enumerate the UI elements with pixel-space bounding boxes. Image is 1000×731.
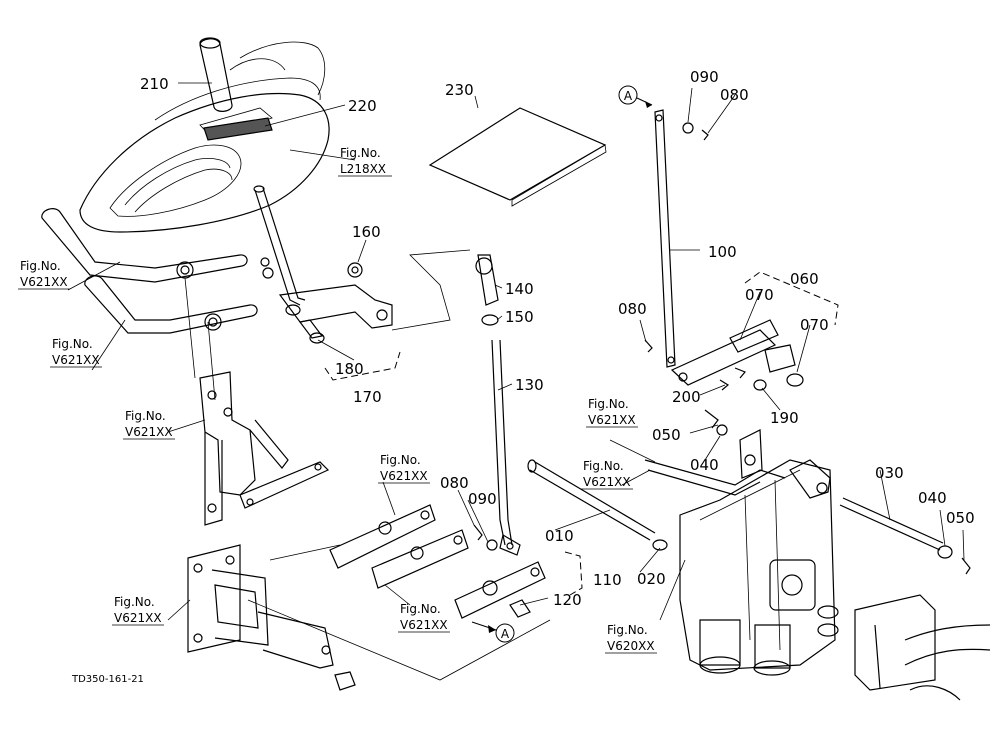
fig-ref-v621-7: Fig.No. V621XX — [398, 602, 450, 633]
fig-ref-v620: Fig.No. V620XX — [605, 623, 657, 654]
long-bolt-010 — [527, 459, 668, 551]
part-label-080-mid: 080 — [618, 300, 647, 318]
fig-ref-v621-2: Fig.No. V621XX — [50, 337, 102, 368]
svg-text:Fig.No.: Fig.No. — [114, 595, 155, 609]
svg-text:Fig.No.: Fig.No. — [607, 623, 648, 637]
washer — [262, 267, 274, 279]
hydraulic-hitch — [854, 594, 991, 701]
fig-ref-v621-4: Fig.No. V621XX — [378, 453, 430, 484]
rod-end-140 — [475, 254, 499, 326]
fig-ref-v621-5: Fig.No. V621XX — [586, 397, 638, 428]
drawing-code: TD350-161-21 — [71, 674, 144, 685]
svg-text:V621XX: V621XX — [114, 611, 162, 625]
lever-group-060 — [744, 271, 839, 326]
part-label-130: 130 — [515, 376, 544, 394]
part-label-040-right: 040 — [918, 489, 947, 507]
part-label-050-mid: 050 — [652, 426, 681, 444]
left-lever-lower — [84, 275, 258, 334]
svg-text:Fig.No.: Fig.No. — [583, 459, 624, 473]
ref-marker-a-bottom: A — [471, 621, 515, 643]
valve-link — [644, 409, 786, 496]
svg-text:V621XX: V621XX — [583, 475, 631, 489]
svg-text:V621XX: V621XX — [20, 275, 68, 289]
svg-text:V621XX: V621XX — [588, 413, 636, 427]
part-label-080-top: 080 — [720, 86, 749, 104]
part-label-210: 210 — [140, 75, 169, 93]
svg-text:Fig.No.: Fig.No. — [52, 337, 93, 351]
part-label-010: 010 — [545, 527, 574, 545]
part-label-100: 100 — [708, 243, 737, 261]
console-cover — [79, 41, 330, 233]
svg-text:V621XX: V621XX — [125, 425, 173, 439]
lead-lines — [184, 277, 216, 401]
part-label-030: 030 — [875, 464, 904, 482]
part-label-140: 140 — [505, 280, 534, 298]
fig-ref-l218: Fig.No. L218XX — [338, 146, 392, 177]
part-label-230: 230 — [445, 81, 474, 99]
part-label-070-right: 070 — [800, 316, 829, 334]
link-plates — [329, 504, 469, 589]
spool-rod-030 — [839, 497, 971, 575]
bracket-group-170 — [324, 351, 401, 381]
part-label-160: 160 — [352, 223, 381, 241]
left-lever-upper — [41, 208, 248, 283]
link-line — [391, 249, 471, 331]
lever-grip-210 — [199, 37, 233, 112]
part-label-040-mid: 040 — [690, 456, 719, 474]
mount-bracket-left — [199, 371, 330, 526]
svg-text:Fig.No.: Fig.No. — [400, 602, 441, 616]
part-label-090-top: 090 — [690, 68, 719, 86]
part-label-190: 190 — [770, 409, 799, 427]
svg-text:V620XX: V620XX — [607, 639, 655, 653]
part-label-110: 110 — [593, 571, 622, 589]
group-lines — [247, 544, 551, 681]
fig-ref-v621-6: Fig.No. V621XX — [581, 459, 633, 490]
svg-text:V621XX: V621XX — [400, 618, 448, 632]
control-rod-130 — [491, 339, 521, 556]
svg-text:A: A — [624, 89, 633, 103]
part-label-050-right: 050 — [946, 509, 975, 527]
control-valve-block — [679, 429, 839, 676]
ref-marker-a-top: A — [618, 85, 653, 108]
lever-bracket-170 — [278, 262, 393, 344]
valve-lever-060 — [670, 319, 804, 391]
link-rod-100 — [644, 109, 709, 368]
part-labels: 210 220 230 160 140 150 180 170 130 080 … — [140, 68, 975, 609]
part-label-020: 020 — [637, 570, 666, 588]
part-label-070-left: 070 — [745, 286, 774, 304]
mount-plate-bottom — [187, 544, 356, 691]
pin — [260, 257, 270, 267]
leader-lines — [67, 82, 965, 621]
svg-text:V621XX: V621XX — [380, 469, 428, 483]
part-label-060: 060 — [790, 270, 819, 288]
svg-text:Fig.No.: Fig.No. — [340, 146, 381, 160]
part-label-180: 180 — [335, 360, 364, 378]
fig-ref-v621-1: Fig.No. V621XX — [18, 259, 70, 290]
svg-text:Fig.No.: Fig.No. — [20, 259, 61, 273]
part-label-220: 220 — [348, 97, 377, 115]
snap-pin-080 — [473, 524, 483, 541]
sheet-230 — [428, 107, 607, 207]
svg-text:Fig.No.: Fig.No. — [125, 409, 166, 423]
svg-text:L218XX: L218XX — [340, 162, 386, 176]
part-label-170: 170 — [353, 388, 382, 406]
fig-ref-v621-8: Fig.No. V621XX — [112, 595, 164, 626]
svg-text:Fig.No.: Fig.No. — [380, 453, 421, 467]
part-label-150: 150 — [505, 308, 534, 326]
fig-ref-v621-3: Fig.No. V621XX — [123, 409, 175, 440]
part-label-080-left: 080 — [440, 474, 469, 492]
washer-090 — [486, 539, 498, 551]
svg-text:A: A — [501, 627, 510, 641]
part-label-200: 200 — [672, 388, 701, 406]
shift-lever-rod — [253, 185, 306, 306]
plate-group-110 — [564, 551, 583, 596]
svg-text:Fig.No.: Fig.No. — [588, 397, 629, 411]
part-label-120: 120 — [553, 591, 582, 609]
link-plate-110 — [454, 561, 546, 619]
decal-220 — [203, 117, 273, 141]
svg-text:V621XX: V621XX — [52, 353, 100, 367]
part-label-090-left: 090 — [468, 490, 497, 508]
